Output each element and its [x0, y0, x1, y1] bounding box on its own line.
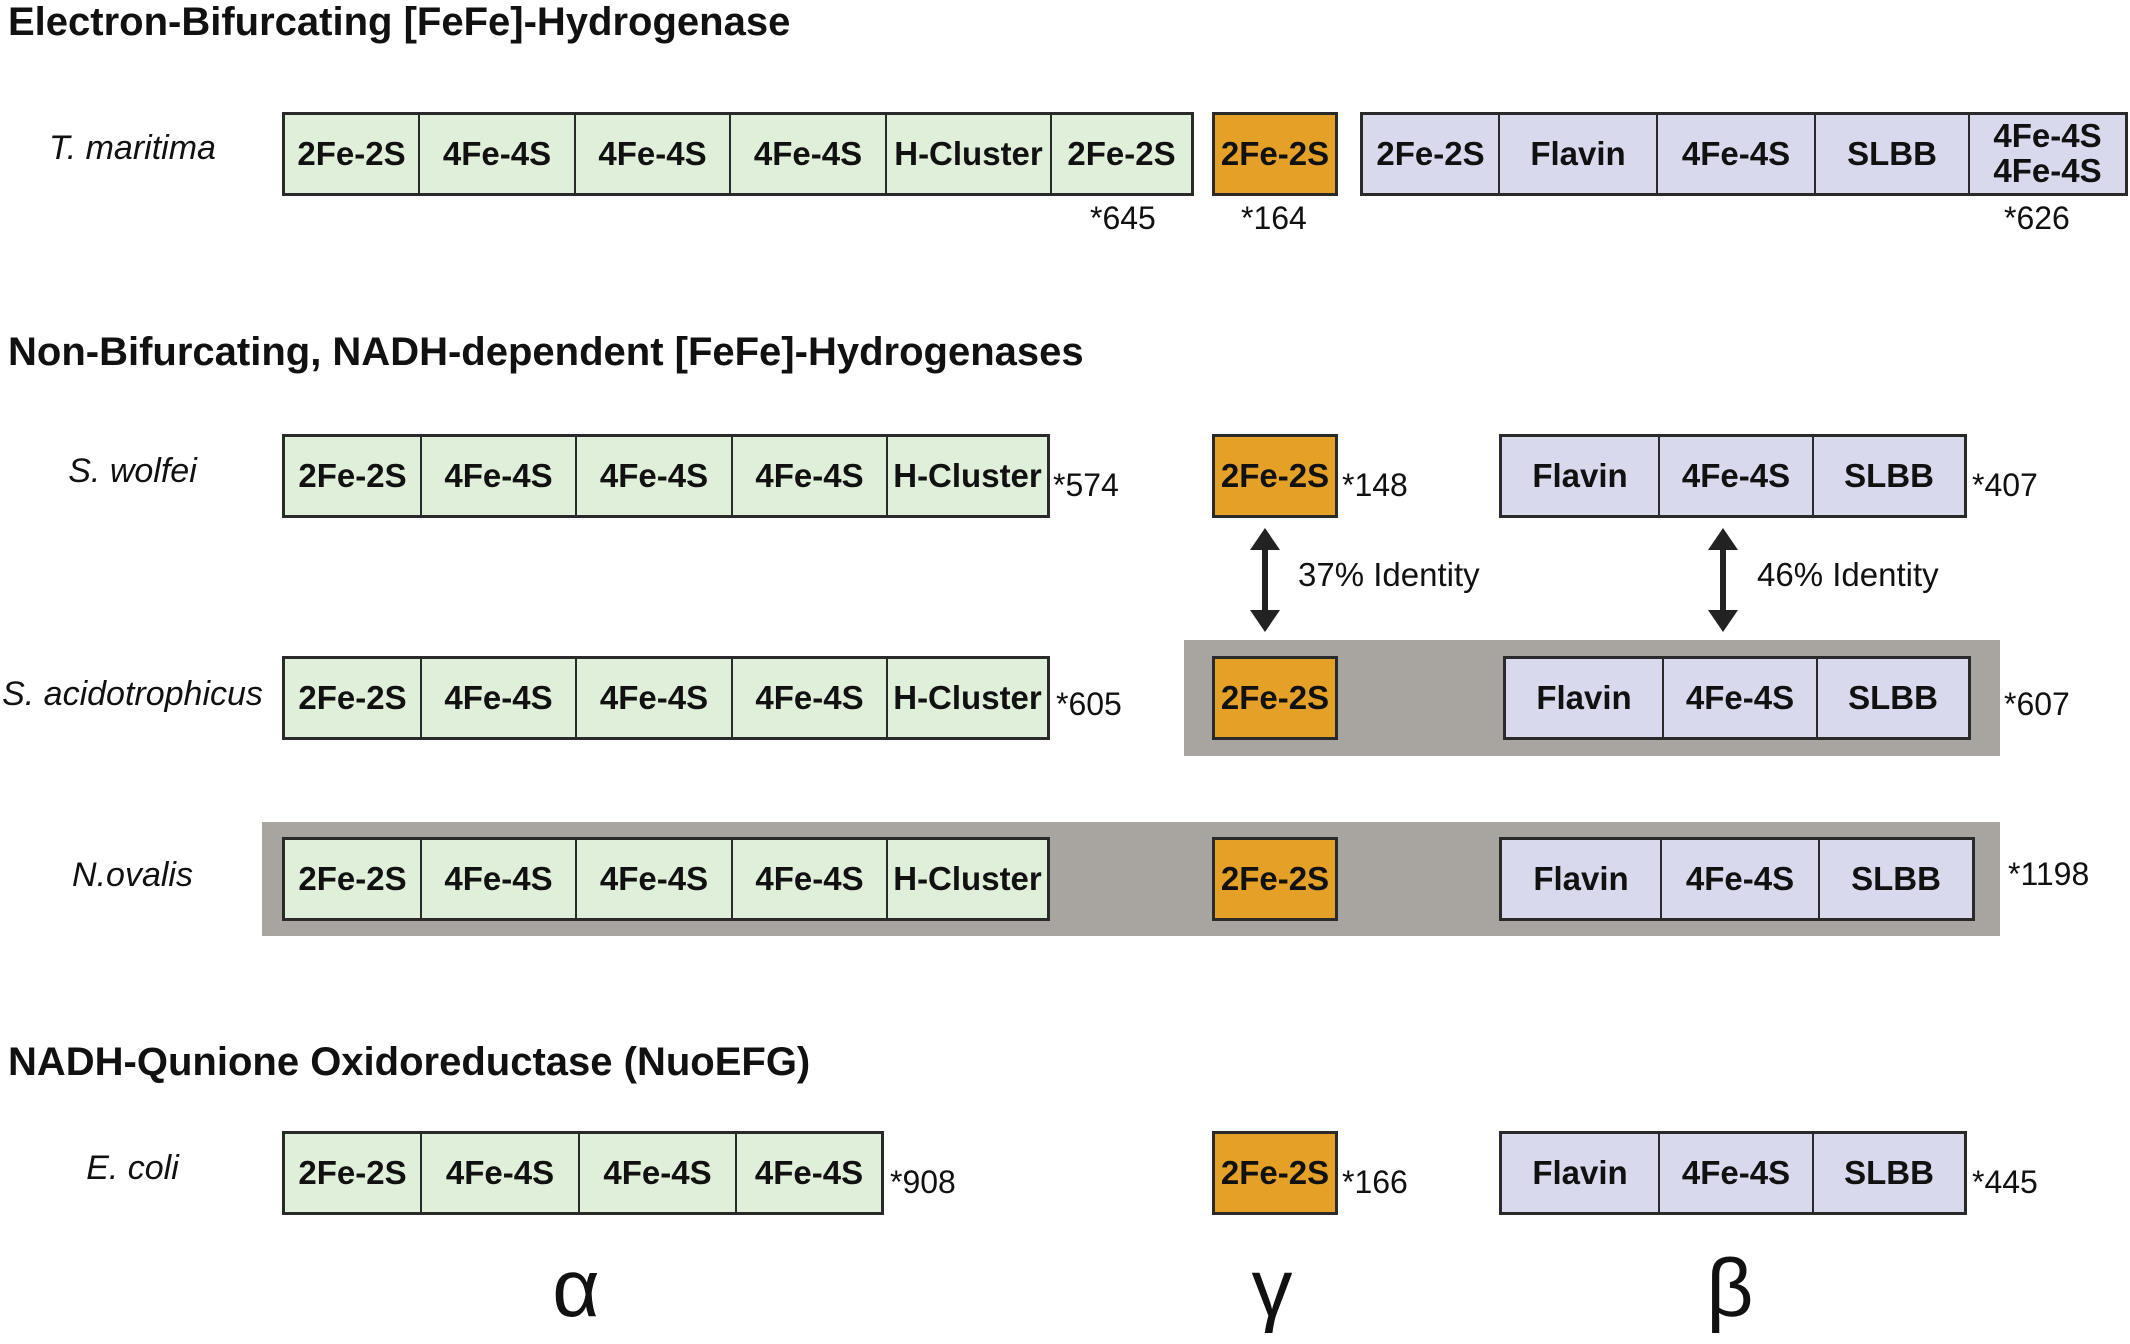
domain-2fe-2s: 2Fe-2S: [285, 659, 422, 737]
heading-nuo: NADH-Qunione Oxidoreductase (NuoEFG): [8, 1040, 811, 1084]
beta-identity-label: 46% Identity: [1757, 556, 1939, 593]
n-ovalis-gamma-subunit: 2Fe-2S: [1212, 837, 1338, 921]
subunit-label-gamma: γ: [1251, 1243, 1293, 1334]
s-wolfei-alpha-length: *574: [1053, 467, 1119, 503]
domain-4fe-4s: 4Fe-4S: [422, 437, 577, 515]
domain-4fe-4s: 4Fe-4S: [422, 840, 577, 918]
subunit-label-alpha: α: [552, 1243, 600, 1334]
e-coli-alpha-subunit: 2Fe-2S 4Fe-4S 4Fe-4S 4Fe-4S: [282, 1131, 884, 1215]
s-wolfei-beta-subunit: Flavin 4Fe-4S SLBB: [1499, 434, 1967, 518]
domain-h-cluster: H-Cluster: [893, 456, 1042, 494]
organism-s-acidotrophicus: S. acidotrophicus: [2, 675, 263, 713]
domain-slbb: SLBB: [1844, 1153, 1934, 1191]
domain-2fe-2s: 2Fe-2S: [285, 437, 422, 515]
domain-2fe-2s: 2Fe-2S: [285, 115, 420, 193]
domain-4fe-4s: 4Fe-4S: [420, 115, 576, 193]
n-ovalis-alpha-subunit: 2Fe-2S 4Fe-4S 4Fe-4S 4Fe-4S H-Cluster: [282, 837, 1050, 921]
domain-h-cluster: H-Cluster: [893, 859, 1042, 897]
domain-h-cluster: H-Cluster: [887, 115, 1052, 193]
t-maritima-gamma-subunit: 2Fe-2S: [1212, 112, 1338, 196]
t-maritima-beta-subunit: 2Fe-2S Flavin 4Fe-4S SLBB 4Fe-4S 4Fe-4S: [1360, 112, 2128, 196]
domain-flavin: Flavin: [1502, 437, 1660, 515]
t-maritima-beta-length: *626: [2004, 200, 2070, 236]
domain-h-cluster: H-Cluster: [893, 678, 1042, 716]
domain-4fe-4s-pair: 4Fe-4S 4Fe-4S: [1970, 115, 2125, 193]
e-coli-gamma-subunit: 2Fe-2S: [1212, 1131, 1338, 1215]
n-ovalis-beta-subunit: Flavin 4Fe-4S SLBB: [1499, 837, 1975, 921]
gamma-identity-label: 37% Identity: [1298, 556, 1480, 593]
organism-t-maritima: T. maritima: [49, 129, 216, 167]
domain-4fe-4s: 4Fe-4S: [577, 840, 733, 918]
domain-2fe-2s: 2Fe-2S: [1363, 115, 1500, 193]
domain-2fe-2s: 2Fe-2S: [1220, 859, 1330, 897]
t-maritima-alpha-subunit: 2Fe-2S 4Fe-4S 4Fe-4S 4Fe-4S H-Cluster 2F…: [282, 112, 1194, 196]
gamma-identity-arrow: [1250, 528, 1280, 632]
s-acidotrophicus-beta-subunit: Flavin 4Fe-4S SLBB: [1503, 656, 1971, 740]
domain-slbb: SLBB: [1848, 678, 1938, 716]
domain-2fe-2s: 2Fe-2S: [285, 1134, 422, 1212]
domain-4fe-4s: 4Fe-4S: [733, 659, 888, 737]
t-maritima-gamma-length: *164: [1241, 200, 1307, 236]
s-wolfei-alpha-subunit: 2Fe-2S 4Fe-4S 4Fe-4S 4Fe-4S H-Cluster: [282, 434, 1050, 518]
domain-2fe-2s: 2Fe-2S: [1067, 134, 1176, 172]
s-wolfei-gamma-length: *148: [1342, 467, 1408, 503]
heading-bifurcating: Electron-Bifurcating [FeFe]-Hydrogenase: [8, 0, 791, 44]
organism-n-ovalis: N.ovalis: [72, 856, 193, 894]
domain-2fe-2s: 2Fe-2S: [1220, 456, 1330, 494]
s-wolfei-beta-length: *407: [1972, 467, 2038, 503]
domain-4fe-4s: 4Fe-4S: [422, 1134, 580, 1212]
domain-4fe-4s: 4Fe-4S: [580, 1134, 737, 1212]
domain-4fe-4s: 4Fe-4S: [733, 437, 888, 515]
domain-slbb: SLBB: [1816, 115, 1970, 193]
domain-2fe-2s: 2Fe-2S: [1220, 678, 1330, 716]
domain-flavin: Flavin: [1502, 840, 1662, 918]
heading-non-bifurcating: Non-Bifurcating, NADH-dependent [FeFe]-H…: [8, 330, 1084, 374]
domain-flavin: Flavin: [1506, 659, 1664, 737]
domain-4fe-4s: 4Fe-4S: [577, 659, 733, 737]
s-wolfei-gamma-subunit: 2Fe-2S: [1212, 434, 1338, 518]
s-acidotrophicus-gamma-subunit: 2Fe-2S: [1212, 656, 1338, 740]
domain-4fe-4s: 4Fe-4S: [754, 1153, 864, 1191]
n-ovalis-fused-length: *1198: [2008, 856, 2090, 892]
domain-4fe-4s: 4Fe-4S: [1664, 659, 1818, 737]
domain-4fe-4s: 4Fe-4S: [733, 840, 888, 918]
domain-flavin: Flavin: [1502, 1134, 1660, 1212]
domain-2fe-2s: 2Fe-2S: [1220, 134, 1330, 172]
t-maritima-alpha-length: *645: [1090, 200, 1156, 236]
organism-s-wolfei: S. wolfei: [68, 452, 197, 490]
domain-2fe-2s: 2Fe-2S: [1220, 1153, 1330, 1191]
beta-identity-arrow: [1708, 528, 1738, 632]
domain-4fe-4s: 4Fe-4S: [576, 115, 731, 193]
e-coli-beta-length: *445: [1972, 1164, 2038, 1200]
domain-slbb: SLBB: [1844, 456, 1934, 494]
domain-4fe-4s: 4Fe-4S: [1660, 1134, 1814, 1212]
domain-4fe-4s: 4Fe-4S: [1993, 152, 2102, 189]
domain-4fe-4s: 4Fe-4S: [1993, 117, 2102, 155]
domain-4fe-4s: 4Fe-4S: [422, 659, 577, 737]
domain-4fe-4s: 4Fe-4S: [1658, 115, 1816, 193]
domain-flavin: Flavin: [1500, 115, 1658, 193]
e-coli-beta-subunit: Flavin 4Fe-4S SLBB: [1499, 1131, 1967, 1215]
domain-4fe-4s: 4Fe-4S: [577, 437, 733, 515]
s-acidotrophicus-alpha-length: *605: [1056, 686, 1122, 722]
domain-slbb: SLBB: [1851, 859, 1941, 897]
domain-4fe-4s: 4Fe-4S: [731, 115, 887, 193]
e-coli-alpha-length: *908: [890, 1164, 956, 1200]
domain-4fe-4s: 4Fe-4S: [1660, 437, 1814, 515]
s-acidotrophicus-fused-length: *607: [2004, 686, 2070, 722]
organism-e-coli: E. coli: [86, 1149, 179, 1187]
domain-4fe-4s: 4Fe-4S: [1662, 840, 1820, 918]
e-coli-gamma-length: *166: [1342, 1164, 1408, 1200]
subunit-label-beta: β: [1706, 1243, 1754, 1334]
domain-2fe-2s: 2Fe-2S: [285, 840, 422, 918]
s-acidotrophicus-alpha-subunit: 2Fe-2S 4Fe-4S 4Fe-4S 4Fe-4S H-Cluster: [282, 656, 1050, 740]
